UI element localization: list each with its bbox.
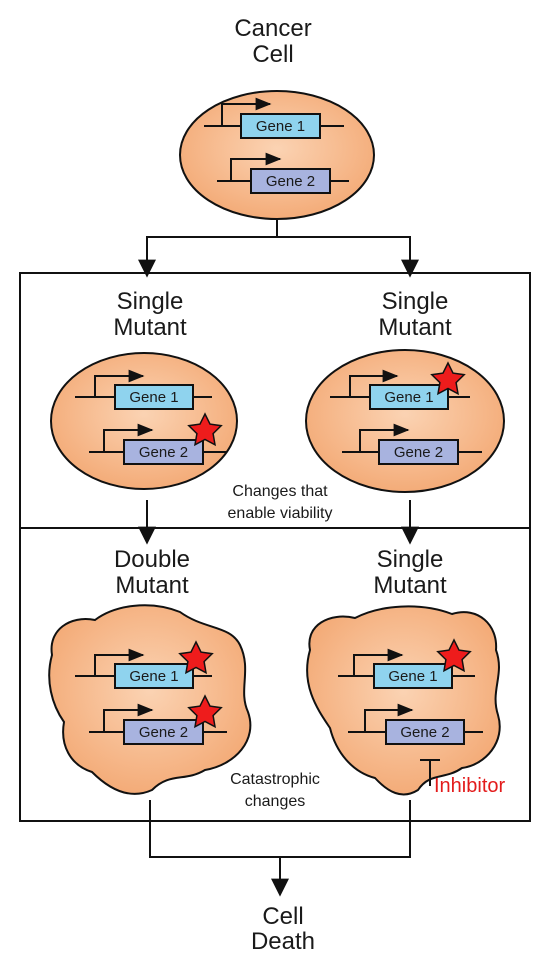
single-mutant-cell-left: Gene 1 Gene 2 <box>50 352 238 490</box>
cell-death-title-line1: Cell <box>262 903 303 930</box>
gene-1-label: Gene 1 <box>384 389 433 406</box>
row2-right-title-line2: Mutant <box>373 572 447 599</box>
gene-2-label: Gene 2 <box>139 444 188 461</box>
promoter-arrow-icon <box>103 423 154 452</box>
cell-membrane <box>305 349 505 493</box>
cancer-cell-title-line1: Cancer <box>234 15 311 42</box>
cell-membrane <box>179 90 375 220</box>
promoter-arrow-icon <box>103 703 154 732</box>
gene-1-label: Gene 1 <box>256 118 305 135</box>
gene-2-label: Gene 2 <box>400 724 449 741</box>
gene-1-box <box>114 384 194 410</box>
row1-right-title-line2: Mutant <box>378 314 452 341</box>
promoter-arrow-icon <box>364 703 414 732</box>
mutation-star-icon <box>430 361 466 396</box>
row1-right-title-line1: Single <box>382 288 449 315</box>
gene-1-box <box>240 113 321 139</box>
arrow-to-right-mutant <box>277 236 419 278</box>
row2-left-title-line2: Mutant <box>115 572 189 599</box>
single-mutant-inhibited-cell: Gene 1 Gene 2 <box>306 605 501 796</box>
cancer-cell: Gene 1 Gene 2 <box>179 90 375 220</box>
arrow-to-left-mutant <box>138 220 278 278</box>
gene-2-label: Gene 2 <box>139 724 188 741</box>
gene-1-box <box>373 663 453 689</box>
gene-2-box <box>378 439 459 465</box>
mutation-star-icon <box>178 640 214 675</box>
gene-1-box <box>114 663 194 689</box>
row1-left-title-line1: Single <box>117 288 184 315</box>
promoter-arrow-icon <box>230 152 282 181</box>
row2-note-line2: changes <box>245 793 306 810</box>
row2-right-title-line1: Single <box>377 546 444 573</box>
promoter-arrow-icon <box>221 97 272 126</box>
mutation-star-icon <box>187 412 223 447</box>
row2-note-line1: Catastrophic <box>230 771 320 788</box>
gene-2-box <box>250 168 331 194</box>
mutation-star-icon <box>187 694 223 729</box>
row1-note-line2: enable viability <box>228 505 333 522</box>
gene-1-label: Gene 1 <box>129 389 178 406</box>
inhibitor-label: Inhibitor <box>434 775 505 797</box>
single-mutant-cell-right: Gene 1 Gene 2 <box>305 349 505 493</box>
panel-frame <box>19 272 531 822</box>
promoter-arrow-icon <box>349 369 399 397</box>
gene-2-box <box>385 719 465 745</box>
gene-1-box <box>369 384 449 410</box>
promoter-arrow-icon <box>359 423 410 452</box>
gene-2-label: Gene 2 <box>394 444 443 461</box>
double-mutant-cell: Gene 1 Gene 2 <box>48 604 252 795</box>
gene-2-label: Gene 2 <box>266 173 315 190</box>
row2-left-title-line1: Double <box>114 546 190 573</box>
distorted-cell-membrane <box>306 605 501 796</box>
promoter-arrow-icon <box>94 369 145 397</box>
promoter-arrow-icon <box>94 648 145 676</box>
gene-1-label: Gene 1 <box>388 668 437 685</box>
distorted-cell-membrane <box>48 604 252 795</box>
promoter-arrow-icon <box>353 648 404 676</box>
gene-2-box <box>123 439 204 465</box>
gene-1-label: Gene 1 <box>129 668 178 685</box>
mutation-star-icon <box>436 638 472 673</box>
row1-left-title-line2: Mutant <box>113 314 187 341</box>
cell-death-title-line2: Death <box>251 928 315 955</box>
gene-2-box <box>123 719 204 745</box>
cancer-cell-title-line2: Cell <box>252 41 293 68</box>
row1-note-line1: Changes that <box>232 483 328 500</box>
